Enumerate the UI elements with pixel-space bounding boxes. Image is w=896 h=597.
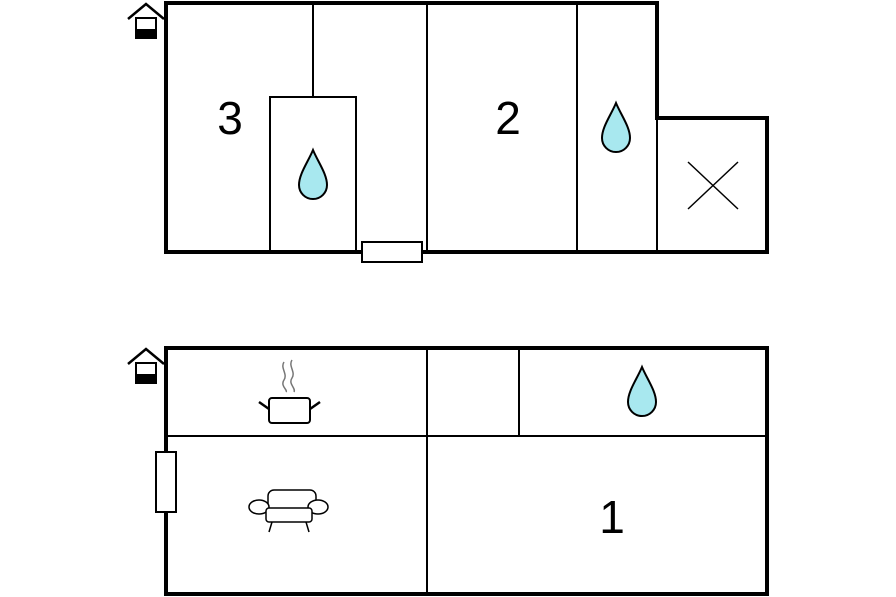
- cooking-pot-icon: [258, 359, 321, 424]
- water-drop-icon: [297, 147, 329, 200]
- room-label-3: 3: [217, 92, 243, 144]
- upper-floor: 3 2: [127, 1, 769, 263]
- lower-floor: 1: [127, 346, 769, 596]
- room-label-1: 1: [599, 491, 625, 543]
- bathroom-3: [269, 96, 357, 253]
- house-entrance-icon: [127, 2, 165, 39]
- room-label-2: 2: [495, 92, 521, 144]
- window-icon: [155, 451, 177, 513]
- cross-icon: [687, 161, 739, 210]
- house-entrance-icon: [127, 347, 165, 384]
- window-icon: [361, 241, 423, 263]
- water-drop-icon: [600, 100, 632, 153]
- sofa-icon: [248, 489, 329, 533]
- water-drop-icon: [626, 364, 658, 417]
- lower-outer-wall: [164, 346, 769, 596]
- upper-outer-wall: [164, 1, 769, 254]
